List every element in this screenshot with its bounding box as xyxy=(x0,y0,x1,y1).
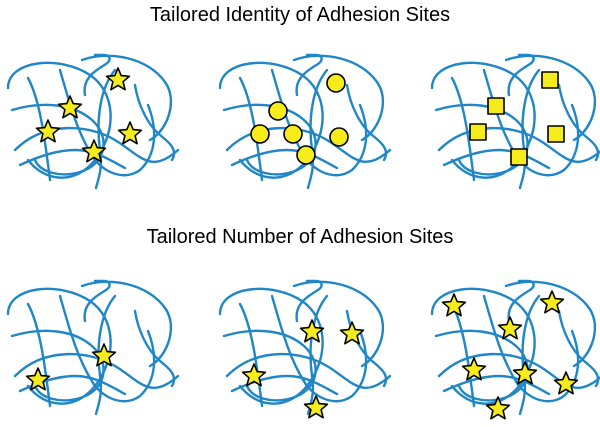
star-icon xyxy=(461,357,487,381)
circle-icon xyxy=(329,127,349,147)
square-icon xyxy=(510,148,528,166)
title-tailored-identity: Tailored Identity of Adhesion Sites xyxy=(149,4,451,26)
star-icon xyxy=(485,396,511,420)
polymer-network xyxy=(218,279,392,416)
star-icon xyxy=(497,316,523,340)
panel-identity-circles xyxy=(218,53,392,190)
square-icon xyxy=(547,125,565,143)
star-icon xyxy=(553,371,579,395)
circle-icon xyxy=(326,73,346,93)
star-icon xyxy=(339,321,365,345)
star-icon xyxy=(81,139,107,163)
star-icon xyxy=(105,67,131,91)
square-icon xyxy=(541,71,559,89)
star-icon xyxy=(91,343,117,367)
polymer-network xyxy=(218,53,392,190)
circle-icon xyxy=(283,124,303,144)
title-tailored-number: Tailored Number of Adhesion Sites xyxy=(146,226,454,248)
polymer-network xyxy=(6,53,180,190)
panel-number-2 xyxy=(6,279,180,416)
star-icon xyxy=(512,361,538,385)
star-icon xyxy=(539,290,565,314)
panel-identity-stars xyxy=(6,53,180,190)
star-icon xyxy=(241,363,267,387)
panel-number-4 xyxy=(218,279,392,419)
star-icon xyxy=(303,395,329,419)
star-icon xyxy=(25,367,51,391)
square-icon xyxy=(469,123,487,141)
square-icon xyxy=(487,97,505,115)
panel-identity-squares xyxy=(430,53,600,190)
polymer-network xyxy=(430,53,600,190)
star-icon xyxy=(117,121,143,145)
polymer-network xyxy=(6,279,180,416)
star-icon xyxy=(35,119,61,143)
star-icon xyxy=(441,293,467,317)
star-icon xyxy=(299,319,325,343)
circle-icon xyxy=(250,124,270,144)
panel-number-7 xyxy=(430,279,600,420)
circle-icon xyxy=(268,101,288,121)
star-icon xyxy=(57,95,83,119)
circle-icon xyxy=(296,145,316,165)
